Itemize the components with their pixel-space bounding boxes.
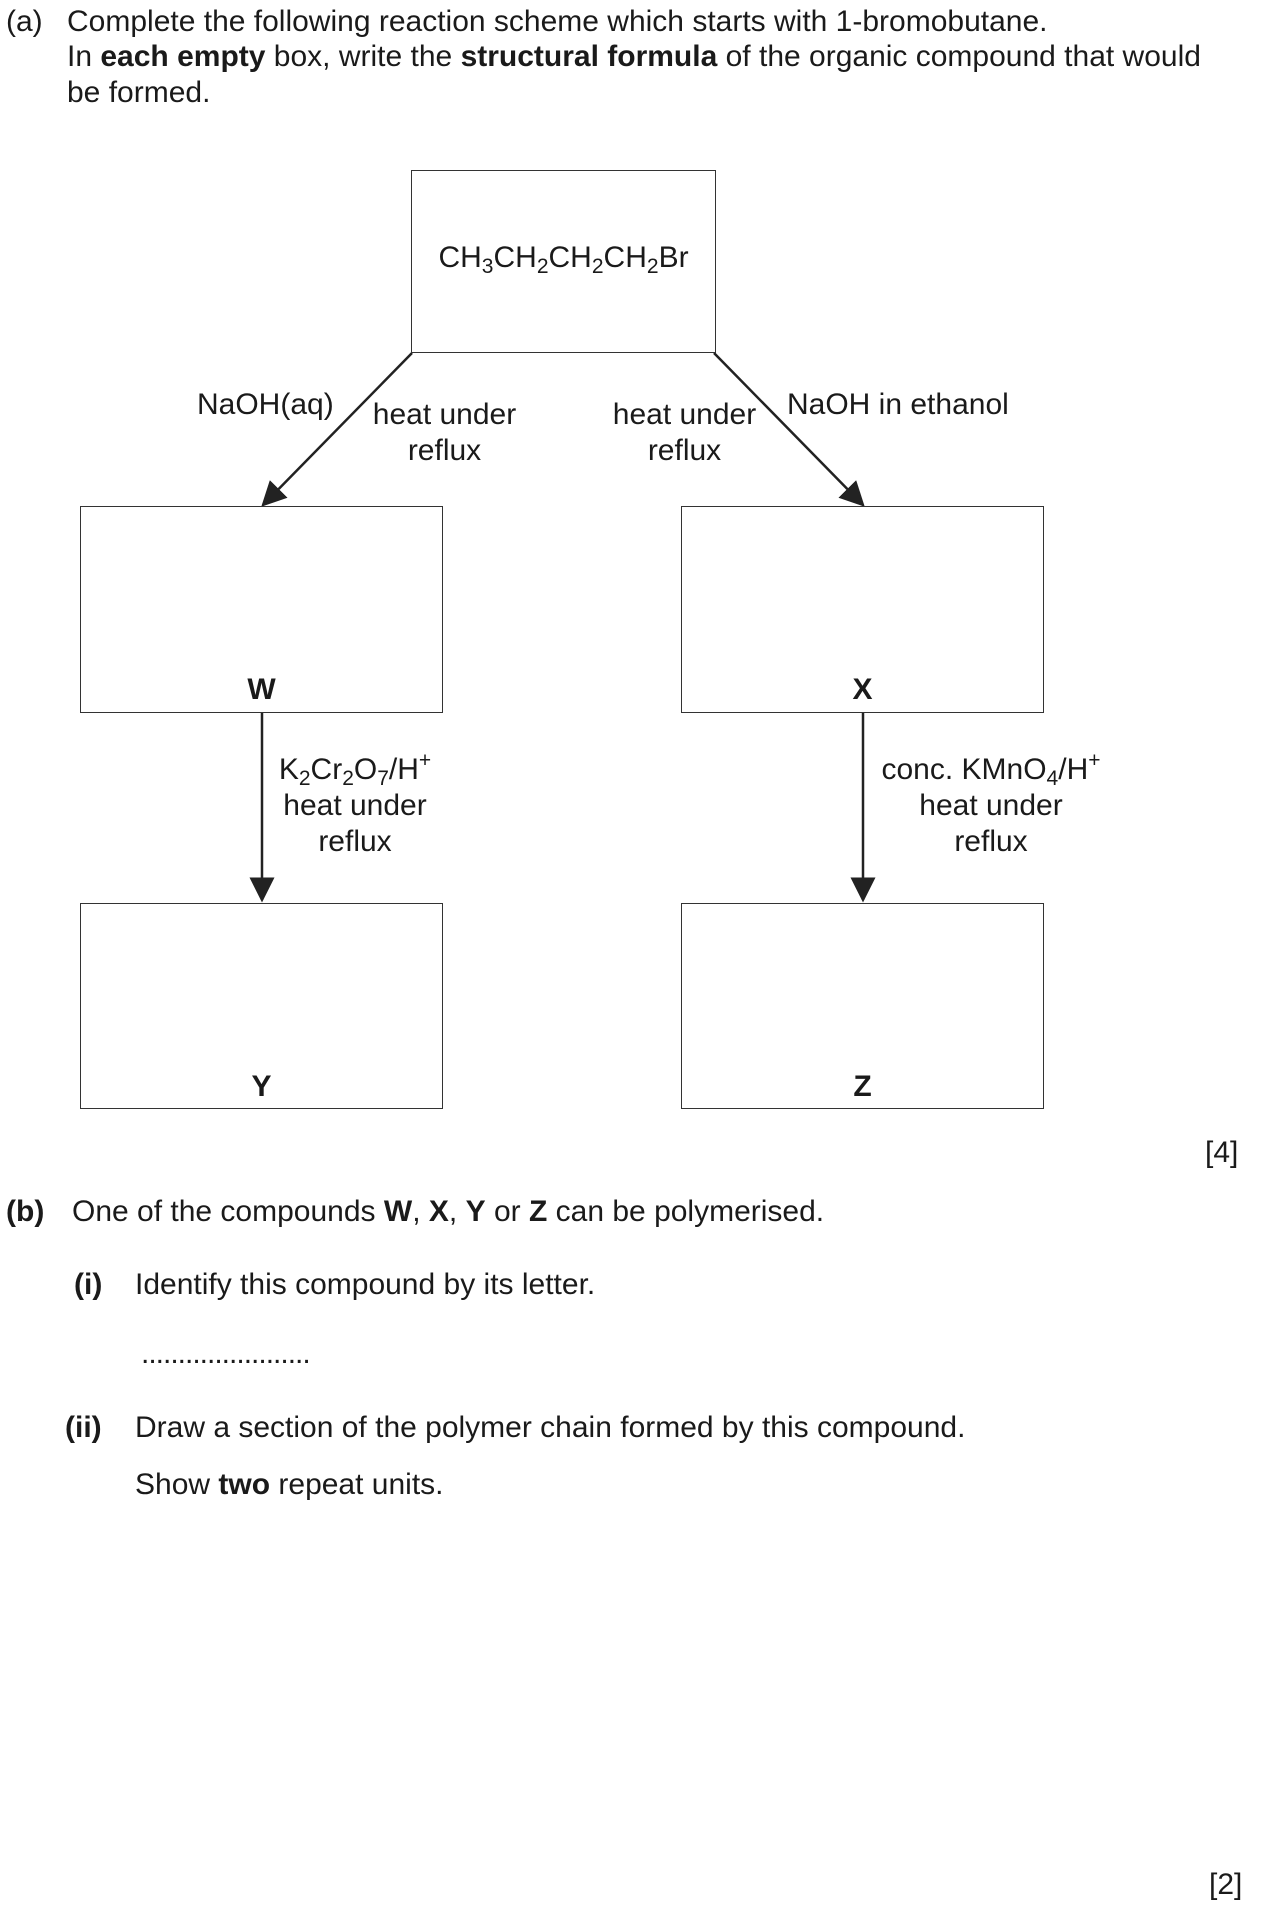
label-x: X bbox=[852, 673, 873, 706]
answer-box-x[interactable] bbox=[681, 506, 1044, 713]
part-b-i-label: (i) bbox=[74, 1268, 103, 1301]
part-b-label: (b) bbox=[6, 1195, 45, 1228]
answer-box-y[interactable] bbox=[80, 903, 443, 1109]
arrow-to-w bbox=[261, 352, 413, 507]
part-a-marks: [4] bbox=[1205, 1136, 1239, 1169]
part-b-i-answer-line[interactable]: ....................... bbox=[141, 1337, 311, 1370]
oxidising-conditions-right-line2: reflux bbox=[954, 825, 1028, 858]
part-b-ii-label: (ii) bbox=[65, 1411, 102, 1444]
start-compound-box bbox=[411, 170, 716, 353]
part-b-stem: One of the compounds W, X, Y or Z can be… bbox=[72, 1195, 825, 1228]
part-a-instruction-line1: Complete the following reaction scheme w… bbox=[67, 5, 1048, 38]
part-b-marks: [2] bbox=[1209, 1868, 1243, 1901]
polymer-drawing-area[interactable] bbox=[135, 1520, 1135, 1850]
right-conditions-line2: reflux bbox=[647, 434, 722, 467]
right-conditions-line1: heat under bbox=[612, 398, 757, 431]
oxidising-conditions-right-line1: heat under bbox=[919, 789, 1063, 822]
answer-box-w[interactable] bbox=[80, 506, 443, 713]
part-b-ii-instruction: Show two repeat units. bbox=[135, 1468, 444, 1501]
oxidising-agent-left: K2Cr2O7/H+ bbox=[278, 749, 432, 790]
left-conditions-line2: reflux bbox=[407, 434, 482, 467]
part-b-ii-question: Draw a section of the polymer chain form… bbox=[135, 1411, 966, 1444]
label-y: Y bbox=[251, 1070, 272, 1103]
part-b-i-question: Identify this compound by its letter. bbox=[135, 1268, 596, 1301]
answer-box-z[interactable] bbox=[681, 903, 1044, 1109]
oxidising-conditions-left-line1: heat under bbox=[283, 789, 427, 822]
oxidising-conditions-left-line2: reflux bbox=[318, 825, 392, 858]
right-reagent: NaOH in ethanol bbox=[787, 388, 1009, 421]
part-a-label: (a) bbox=[6, 5, 43, 38]
label-z: Z bbox=[853, 1070, 872, 1103]
label-w: W bbox=[247, 673, 276, 706]
left-reagent: NaOH(aq) bbox=[197, 388, 334, 421]
left-conditions-line1: heat under bbox=[372, 398, 517, 431]
oxidising-agent-right: conc. KMnO4/H+ bbox=[881, 749, 1101, 790]
part-a-instruction-line3: be formed. bbox=[67, 76, 211, 109]
part-a-instruction-line2: In each empty box, write the structural … bbox=[67, 40, 1201, 73]
arrow-to-x bbox=[713, 352, 865, 507]
start-compound-formula: CH3CH2CH2CH2Br bbox=[438, 241, 689, 278]
